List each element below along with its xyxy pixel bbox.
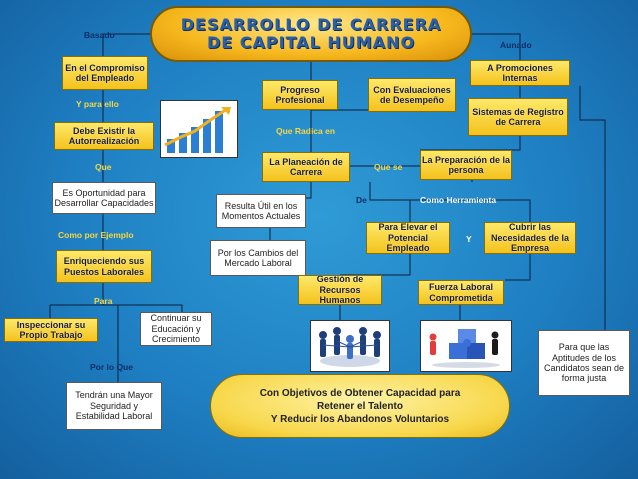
puzzle-image <box>420 320 512 372</box>
node-fuerza: Fuerza Laboral Comprometida <box>418 280 504 305</box>
node-sistemas: Sistemas de Registro de Carrera <box>468 98 568 136</box>
objective-line-2: Retener el Talento <box>317 400 403 412</box>
node-oportunidad: Es Oportunidad para Desarrollar Capacida… <box>52 182 156 214</box>
node-promociones: A Promociones Internas <box>470 60 570 86</box>
bar-chart-drawing <box>164 107 231 153</box>
node-util: Resulta Útil en los Momentos Actuales <box>216 194 306 228</box>
objective-line-3: Y Reducir los Abandonos Voluntarios <box>270 413 450 425</box>
label-de: De <box>356 195 367 205</box>
label-basado: Basado <box>84 30 115 40</box>
title-line-1: DESARROLLO DE CARRERA <box>180 14 442 34</box>
label-y: Y <box>466 234 472 244</box>
people-network-image <box>310 320 390 372</box>
label-como-por-ejemplo: Como por Ejemplo <box>58 230 134 240</box>
node-continuar: Continuar su Educación y Crecimiento <box>140 312 212 346</box>
node-compromiso: En el Compromiso del Empleado <box>62 56 148 90</box>
puzzle-drawing <box>429 329 500 368</box>
node-evaluaciones: Con Evaluaciones de Desempeño <box>368 78 456 112</box>
node-seguridad: Tendrán una Mayor Seguridad y Estabilida… <box>66 382 162 430</box>
node-autorrealizacion: Debe Existir la Autorrealización <box>54 122 154 150</box>
objective-banner: Con Objetivos de Obtener Capacidad para … <box>210 374 510 438</box>
node-necesidades: Cubrir las Necesidades de la Empresa <box>484 222 576 254</box>
node-inspeccionar: Inspeccionar su Propio Trabajo <box>4 318 98 342</box>
node-preparacion: La Preparación de la persona <box>420 150 512 180</box>
node-enriqueciendo: Enriqueciendo sus Puestos Laborales <box>56 250 152 283</box>
title-line-2: DE CAPITAL HUMANO <box>206 33 416 52</box>
label-por-lo-que: Por lo Que <box>90 362 133 372</box>
node-cambios: Por los Cambios del Mercado Laboral <box>210 240 306 276</box>
diagram-title: DESARROLLO DE CARRERA DE CAPITAL HUMANO <box>150 6 472 62</box>
node-progreso: Progreso Profesional <box>262 80 338 110</box>
label-para: Para <box>94 296 113 306</box>
label-que-radica: Que Radica en <box>276 126 336 136</box>
node-potencial: Para Elevar el Potencial Empleado <box>366 222 450 254</box>
label-que: Que <box>95 162 112 172</box>
bar-chart-image <box>160 100 238 158</box>
label-como-herramienta: Como Herramienta <box>420 195 497 205</box>
label-que-se: Que se <box>374 162 403 172</box>
node-gestion: Gestión de Recursos Humanos <box>298 274 382 305</box>
node-planeacion: La Planeación de Carrera <box>262 152 350 182</box>
objective-line-1: Con Objetivos de Obtener Capacidad para <box>259 387 461 399</box>
node-candidatos: Para que las Aptitudes de los Candidatos… <box>538 330 630 396</box>
label-y-para-ello: Y para ello <box>76 99 119 109</box>
label-aunado: Aunado <box>500 40 532 50</box>
people-network-drawing <box>319 327 381 367</box>
